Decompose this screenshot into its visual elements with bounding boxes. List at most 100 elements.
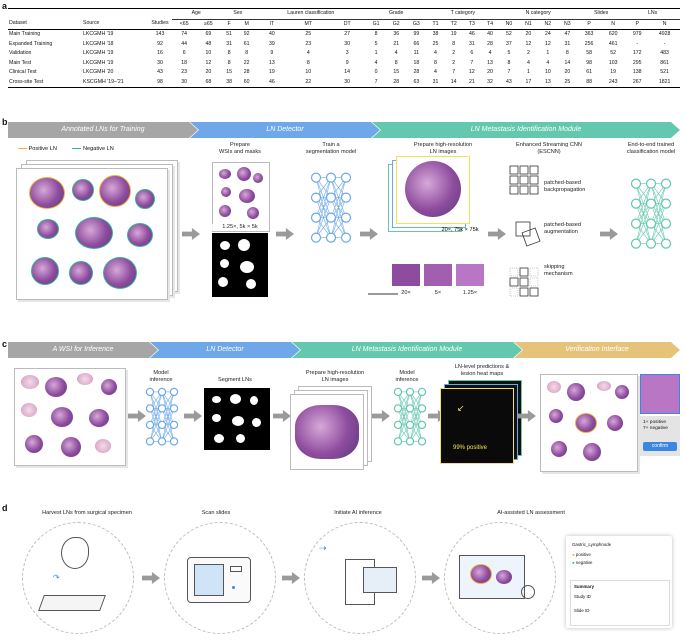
table-cell: 30: [344, 78, 351, 85]
table-cell: 12: [525, 40, 532, 47]
table-cell: 483: [660, 50, 669, 56]
column-header: T4: [487, 20, 494, 27]
table-cell: 15: [226, 69, 233, 75]
verify-panel: 1+ positive 7+ negative confirm: [640, 416, 680, 456]
arrow: [184, 410, 202, 422]
table-cell: 92: [243, 31, 250, 37]
mask-image: [212, 233, 268, 297]
table-cell: 7: [470, 59, 474, 66]
escnn-label: Enhanced Streaming CNN (ESCNN): [516, 142, 582, 155]
table-cell: 13: [268, 59, 275, 66]
step-harvest: Harvest LNs from surgical specimen: [42, 510, 132, 516]
prepare-hr-label: Prepare high-resolution LN images: [413, 142, 473, 155]
table-cell: 8: [306, 59, 310, 66]
legend: Positive LN Negative LN: [18, 146, 114, 152]
table-cell: 20: [487, 69, 493, 75]
table-cell: 27: [344, 31, 351, 37]
table-cell: 243: [608, 78, 618, 85]
table-cell: Expanded Training: [9, 40, 53, 47]
table-cell: 24: [544, 31, 551, 37]
positive-swatch: [18, 147, 27, 150]
arrow: [422, 572, 440, 584]
table-cell: 61: [243, 40, 250, 47]
classification-network-icon: [630, 178, 672, 249]
table-cell: 28: [487, 40, 493, 47]
table-cell: 92: [157, 40, 163, 47]
table-cell: 66: [413, 40, 420, 47]
table-cell: 10: [305, 69, 312, 75]
table-cell: 1821: [658, 78, 671, 85]
confirm-button[interactable]: confirm: [643, 442, 677, 451]
negative-swatch: [72, 147, 82, 150]
table-cell: 8: [374, 31, 378, 37]
table-cell: 63: [413, 78, 420, 85]
patch-5x: [424, 264, 452, 286]
user-icon: [521, 585, 535, 599]
table-cell: LKCGMH '20: [83, 69, 114, 75]
panel-letter-c: c: [2, 339, 8, 349]
inference-wsi: [14, 368, 126, 466]
zoom-20x: 20×: [401, 290, 411, 296]
escnn-icons: [509, 165, 541, 297]
table-cell: 8: [227, 50, 231, 56]
table-cell: 3: [345, 50, 349, 56]
table-cell: 363: [584, 31, 594, 37]
table-cell: 8: [434, 59, 437, 66]
table-cell: 2: [452, 50, 456, 56]
group-n-category: N category: [499, 8, 578, 20]
column-header: MT: [304, 20, 313, 27]
table-cell: 18: [413, 59, 420, 66]
table-cell: 52: [610, 50, 617, 56]
column-header: <65: [179, 20, 189, 27]
table-cell: 8: [245, 50, 249, 56]
heat-map: ↙ 99% positive: [440, 388, 514, 464]
stomach-icon: [61, 537, 89, 569]
table-cell: 8: [565, 50, 569, 56]
banner-metastasis-module: LN Metastasis Identification Module: [372, 122, 680, 138]
group-grade: Grade: [366, 8, 427, 20]
column-header: T1: [432, 20, 439, 27]
e2e-label: End-to-end trained classification model: [626, 142, 676, 155]
table-cell: 22: [243, 59, 250, 66]
table-cell: Cross-site Test: [9, 78, 44, 85]
table-cell: 39: [268, 40, 275, 47]
table-cell: 40: [487, 31, 493, 37]
ui-study: Study ID: [574, 594, 591, 599]
table-cell: 4: [306, 50, 310, 56]
scan-circle: [164, 522, 276, 634]
table-cell: 4928: [658, 31, 671, 37]
inference-circle: ⇢: [304, 522, 416, 634]
table-cell: 4: [394, 50, 398, 56]
table-cell: 16: [157, 50, 163, 56]
table-cell: LKCGMH '18: [83, 40, 114, 47]
table-cell: 46: [468, 31, 475, 37]
table-cell: 7: [507, 69, 511, 75]
table-cell: 23: [181, 69, 188, 75]
model-inference-label: Model inference: [149, 370, 173, 383]
table-cell: 4: [488, 50, 492, 56]
table-cell: 861: [660, 59, 669, 66]
table-cell: 99: [413, 31, 420, 37]
table-cell: 31: [432, 78, 439, 85]
table-cell: 295: [632, 59, 642, 66]
table-cell: 74: [181, 31, 188, 37]
ui-summary: Summary: [574, 584, 595, 589]
table-cell: 620: [608, 31, 618, 37]
banner-ln-detector-c: LN Detector: [150, 342, 300, 358]
patch-125x: [456, 264, 484, 286]
table-cell: Main Training: [9, 31, 41, 37]
table-cell: 4: [546, 59, 550, 66]
predictions-label: LN-level predictions & lesion heat maps: [454, 364, 510, 377]
zoom-125x: 1.25×: [462, 290, 478, 296]
table-cell: 143: [155, 31, 165, 37]
table-cell: 5: [507, 50, 511, 56]
table-cell: 172: [632, 50, 642, 56]
column-header: N0: [505, 20, 513, 27]
column-header: P: [587, 20, 591, 27]
table-cell: 13: [544, 78, 551, 85]
monitor-icon: [363, 567, 397, 593]
table-cell: 4: [526, 59, 530, 66]
table-cell: 38: [226, 78, 233, 85]
table-cell: 30: [157, 59, 163, 66]
column-header: M: [244, 20, 249, 27]
